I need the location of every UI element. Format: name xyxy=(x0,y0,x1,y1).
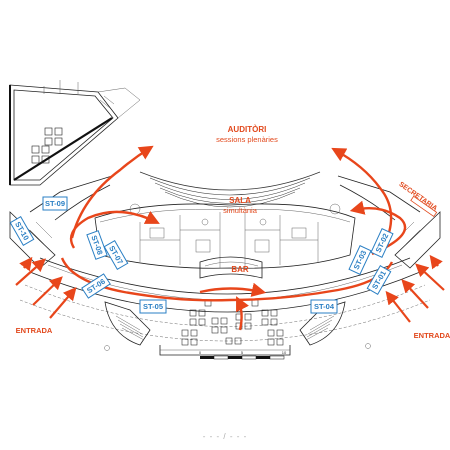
stand-st-08: ST-08 xyxy=(86,230,108,260)
svg-text:ST-09: ST-09 xyxy=(45,199,65,208)
main-building xyxy=(9,175,441,356)
stand-markers: ST-09 ST-10 ST-08 ST-07 ST-06 ST-05 ST-0… xyxy=(9,196,394,314)
svg-text:ST-04: ST-04 xyxy=(314,302,335,311)
entrance-arrow-left-1 xyxy=(15,258,46,286)
stand-st-05: ST-05 xyxy=(139,299,167,314)
auditori-subtitle: sessions plenàries xyxy=(216,135,278,144)
scale-bar: 0 5 10 xyxy=(199,350,287,360)
entrance-arrows xyxy=(15,254,445,323)
route-arrow-to-auditori-left xyxy=(70,145,154,239)
entrance-label-right: ENTRADA xyxy=(414,331,450,340)
auditorium-seating xyxy=(139,171,321,208)
page-number: - - - / - - - xyxy=(202,432,248,441)
entrance-arrow-right-1 xyxy=(415,263,445,291)
route-arrow-bar-loop xyxy=(199,282,267,297)
entrance-arrow-left-3 xyxy=(49,286,77,319)
entrance-arrow-top-right xyxy=(429,254,443,270)
entrance-arrow-left-2 xyxy=(32,276,63,306)
sala-subtitle: simultània xyxy=(223,206,258,215)
svg-text:ST-05: ST-05 xyxy=(143,302,163,311)
entrance-arrow-right-3 xyxy=(385,290,411,323)
route-arrow-to-auditori-right xyxy=(331,147,393,247)
stand-st-02: ST-02 xyxy=(370,228,394,258)
stand-st-04: ST-04 xyxy=(310,299,338,314)
scale-mark-5: 5 xyxy=(241,350,244,355)
stand-st-07: ST-07 xyxy=(103,240,129,270)
route-arrow-to-sala-left xyxy=(69,210,160,249)
bar-label: BAR xyxy=(231,265,249,274)
auditori-title: AUDITÒRI xyxy=(228,125,267,134)
scale-mark-0: 0 xyxy=(199,350,202,355)
entrance-arrow-right-2 xyxy=(401,279,429,309)
secretaria-box xyxy=(410,195,438,218)
entrance-arrow-top-left xyxy=(19,256,33,272)
route-arrow-to-bar xyxy=(236,296,249,331)
route-arrow-to-sala-right xyxy=(349,200,407,256)
stand-st-03: ST-03 xyxy=(348,245,372,275)
secretaria-label: SECRETARIA xyxy=(397,181,438,213)
lobby-tables xyxy=(181,299,284,346)
route-arrows xyxy=(60,145,407,331)
annex-table-group-1 xyxy=(31,127,63,164)
stand-st-09: ST-09 xyxy=(42,196,68,211)
sala-title: SALA xyxy=(229,196,251,205)
scale-mark-10: 10 xyxy=(282,350,287,355)
annex-building xyxy=(9,80,141,186)
entrance-label-left: ENTRADA xyxy=(16,326,53,335)
